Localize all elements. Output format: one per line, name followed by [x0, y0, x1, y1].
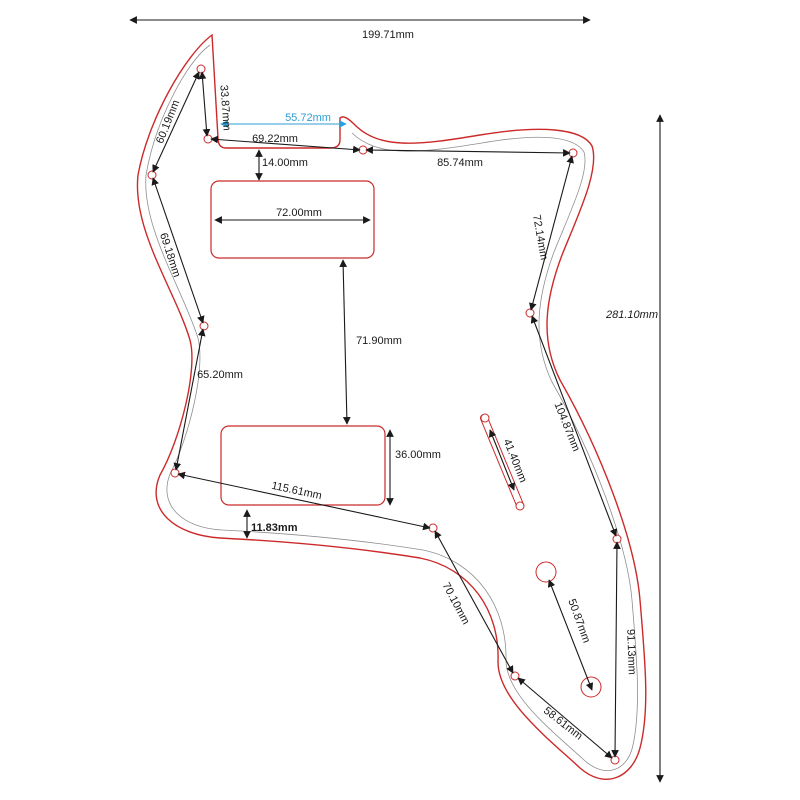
label-neck-pickup-width: 72.00mm	[276, 207, 322, 219]
screw-hole	[610, 755, 620, 765]
screw-hole	[515, 501, 525, 511]
label-right-upper: 72.14mm	[530, 214, 550, 261]
dim-top-right	[365, 146, 571, 157]
label-bridge-pickup-height: 36.00mm	[395, 449, 441, 461]
dim-bottom-tip	[517, 677, 613, 759]
screw-hole	[480, 413, 490, 423]
screw-hole	[196, 64, 206, 74]
screw-hole	[147, 170, 157, 180]
label-left-lower: 65.20mm	[197, 369, 243, 381]
label-top-right: 85.74mm	[437, 157, 483, 169]
screw-hole	[170, 468, 180, 478]
screw-hole	[428, 523, 438, 533]
dim-lower-diag	[434, 530, 514, 674]
dim-left-lower	[173, 328, 206, 471]
label-bottom-tip: 58.61mm	[541, 705, 585, 743]
label-right-lower: 91.13mm	[624, 629, 638, 675]
dim-left-upper	[151, 177, 205, 324]
overall-height-label: 281.10mm	[605, 309, 658, 321]
label-right-mid: 104.87mm	[551, 401, 582, 454]
screw-hole	[612, 534, 622, 544]
screw-hole	[199, 321, 209, 331]
screw-hole	[510, 671, 520, 681]
label-neck-to-pickup: 14.00mm	[262, 157, 308, 169]
screw-hole	[568, 148, 578, 158]
dim-switch-slot	[488, 429, 516, 491]
overall-width-label: 199.71mm	[362, 29, 414, 41]
label-horn-gap: 33.87mm	[217, 84, 232, 131]
pickguard-outline	[136, 33, 647, 780]
label-top-inner: 69.22mm	[252, 133, 298, 145]
label-lower-diag: 70.10mm	[440, 581, 472, 627]
dim-controls	[547, 579, 594, 691]
dim-right-lower	[611, 541, 621, 758]
control-hole-upper	[535, 561, 557, 583]
label-notch-width: 55.72mm	[285, 112, 331, 124]
label-controls: 50.87mm	[565, 597, 592, 644]
dimension-lines	[151, 71, 621, 759]
dim-right-upper	[529, 155, 574, 311]
dim-bottom-long	[177, 471, 431, 531]
dim-horn-top	[152, 71, 200, 173]
screw-holes	[147, 64, 622, 765]
dim-right-mid	[530, 315, 618, 537]
screw-hole	[358, 145, 368, 155]
label-pickup-spacing: 71.90mm	[356, 335, 402, 347]
dim-pickup-spacing	[339, 259, 351, 425]
label-bottom-offset: 11.83mm	[251, 522, 298, 534]
screw-hole	[525, 308, 535, 318]
dim-top-inner	[210, 135, 361, 154]
screw-hole	[203, 134, 213, 144]
dim-horn-gap	[198, 71, 211, 137]
